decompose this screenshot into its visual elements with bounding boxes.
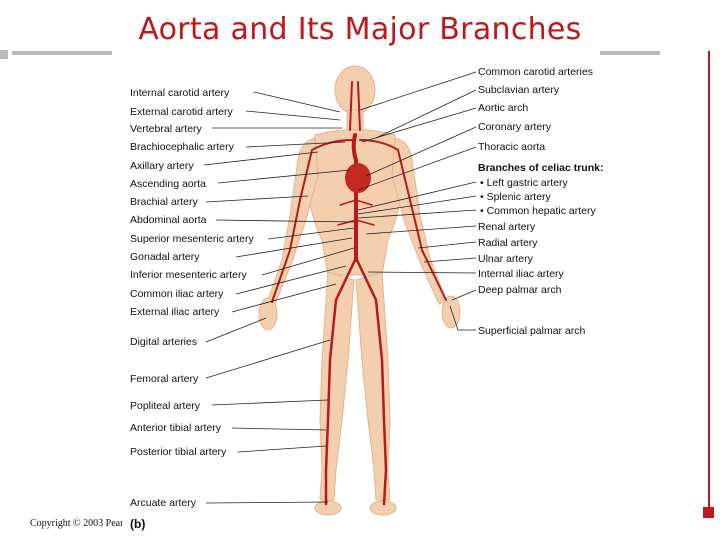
label-branches-of-celiac-trunk: Branches of celiac trunk: — [478, 162, 604, 174]
label-abdominal-aorta: Abdominal aorta — [130, 214, 207, 226]
label-internal-iliac-artery: Internal iliac artery — [478, 268, 564, 280]
human-body-silhouette — [258, 65, 461, 516]
label-femoral-artery: Femoral artery — [130, 373, 199, 385]
label-inferior-mesenteric-artery: Inferior mesenteric artery — [130, 269, 247, 281]
label-aortic-arch: Aortic arch — [478, 102, 529, 114]
label-common-carotid-arteries: Common carotid arteries — [478, 66, 593, 78]
label-arcuate-artery: Arcuate artery — [130, 497, 196, 509]
title-rule-left — [12, 51, 112, 55]
label-radial-artery: Radial artery — [478, 237, 538, 249]
artery-network — [271, 81, 447, 506]
label-axillary-artery: Axillary artery — [130, 160, 194, 172]
label-external-carotid-artery: External carotid artery — [130, 106, 233, 118]
label-subclavian-artery: Subclavian artery — [478, 84, 560, 96]
label-brachial-artery: Brachial artery — [130, 196, 198, 208]
left-leader-lines — [203, 91, 355, 504]
slide-title: Aorta and Its Major Branches — [138, 12, 582, 47]
label-renal-artery: Renal artery — [478, 221, 536, 233]
heart — [345, 163, 371, 193]
label-common-iliac-artery: Common iliac artery — [130, 288, 224, 300]
label-coronary-artery: Coronary artery — [478, 121, 551, 133]
title-rule-right — [600, 51, 660, 55]
bottom-right-marker — [703, 507, 714, 518]
label-popliteal-artery: Popliteal artery — [130, 400, 201, 412]
copyright-notice: Copyright © 2003 Pearson — [30, 518, 122, 529]
title-bullet-marker — [0, 50, 8, 59]
label-gonadal-artery: Gonadal artery — [130, 251, 200, 263]
label-vertebral-artery: Vertebral artery — [130, 123, 202, 135]
label-anterior-tibial-artery: Anterior tibial artery — [130, 422, 222, 434]
label-splenic-artery: • Splenic artery — [480, 191, 551, 203]
right-leader-lines — [357, 71, 477, 331]
right-accent-line — [708, 51, 710, 507]
label-ascending-aorta: Ascending aorta — [130, 178, 206, 190]
label-left-gastric-artery: • Left gastric artery — [480, 177, 568, 189]
label-superficial-palmar-arch: Superficial palmar arch — [478, 325, 586, 337]
label-ulnar-artery: Ulnar artery — [478, 253, 533, 265]
label-external-iliac-artery: External iliac artery — [130, 306, 220, 318]
label-common-hepatic-artery: • Common hepatic artery — [480, 205, 596, 217]
panel-label: (b) — [130, 517, 146, 531]
label-digital-arteries: Digital arteries — [130, 336, 198, 348]
label-superior-mesenteric-artery: Superior mesenteric artery — [130, 233, 254, 245]
label-thoracic-aorta: Thoracic aorta — [478, 141, 546, 153]
label-brachiocephalic-artery: Brachiocephalic artery — [130, 141, 234, 153]
label-internal-carotid-artery: Internal carotid artery — [130, 87, 230, 99]
label-posterior-tibial-artery: Posterior tibial artery — [130, 446, 227, 458]
label-deep-palmar-arch: Deep palmar arch — [478, 284, 562, 296]
